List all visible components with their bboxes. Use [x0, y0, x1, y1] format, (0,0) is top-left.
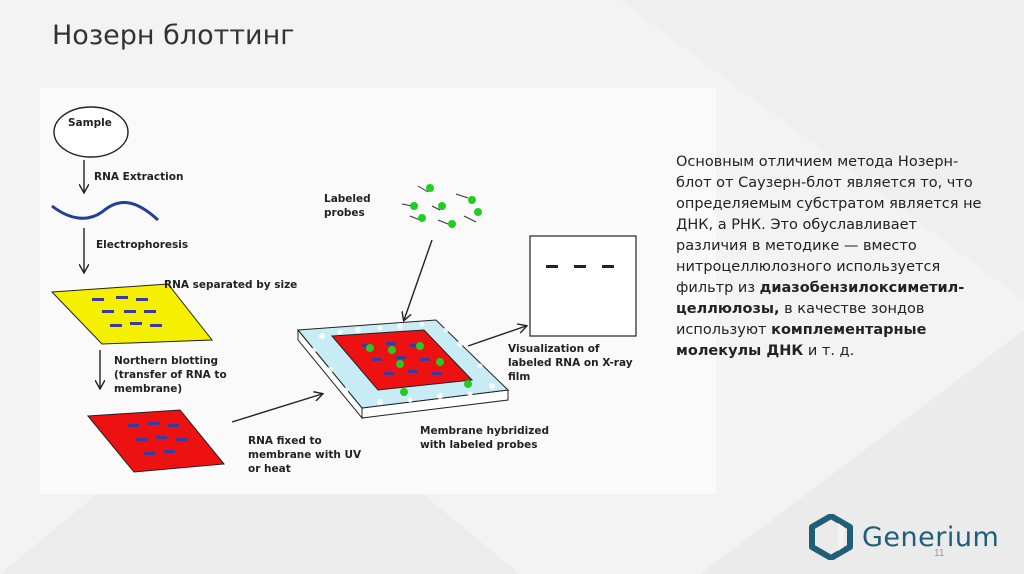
northern-blot-diagram: Sample RNA Extraction Electrophoresis RN…	[40, 88, 716, 494]
yellow-gel	[50, 283, 214, 345]
description-part-2: в качестве зондов используют	[676, 301, 925, 338]
buffer-bubbles	[311, 321, 495, 405]
rna-fixed-label-3: or heat	[248, 463, 291, 475]
gel-bands	[92, 296, 162, 327]
description-bold-1: диазобензилоксиметил-целлюлозы,	[676, 280, 965, 317]
logo-name: Generium	[862, 522, 1000, 553]
sample-ellipse	[53, 106, 129, 158]
labeled-probes-label-2: probes	[324, 207, 365, 219]
arrow-probes-to-membrane	[404, 239, 433, 320]
arrow-to-xray	[467, 326, 526, 347]
bound-probes	[366, 342, 472, 396]
labeled-probes-label-1: Labeled	[324, 193, 371, 205]
visualization-label-2: labeled RNA on X-ray	[508, 357, 633, 369]
rna-fixed-label-2: membrane with UV	[248, 449, 362, 461]
rna-extraction-label: RNA Extraction	[94, 171, 183, 183]
description-text: Основным отличием метода Нозерн-блот от …	[676, 152, 986, 362]
visualization-label-3: film	[508, 371, 530, 383]
electrophoresis-label: Electrophoresis	[96, 239, 188, 251]
rna-fixed-label-1: RNA fixed to	[248, 435, 322, 447]
slide-title: Нозерн блоттинг	[52, 20, 295, 51]
membrane-bands	[128, 422, 187, 455]
description-part-3: и т. д.	[803, 343, 855, 359]
xray-bands	[546, 265, 614, 268]
description-bold-2: комплементарные молекулы ДНК	[676, 322, 927, 359]
generium-logo-icon	[809, 514, 853, 560]
membrane-hybridized-label-2: with labeled probes	[420, 439, 537, 451]
rna-separated-label: RNA separated by size	[164, 279, 297, 291]
arrow-membrane-to-hybridization	[231, 394, 322, 423]
sample-label: Sample	[68, 117, 112, 129]
page-number: 11	[934, 548, 945, 559]
labeled-probes	[401, 184, 482, 228]
northern-blotting-label-3: membrane)	[114, 383, 182, 395]
membrane-hybridized-label-1: Membrane hybridized	[420, 425, 549, 437]
description-part-1: Основным отличием метода Нозерн-блот от …	[676, 154, 982, 296]
xray-film	[529, 235, 637, 337]
northern-blotting-label-1: Northern blotting	[114, 355, 218, 367]
northern-blotting-label-2: (transfer of RNA to	[114, 369, 227, 381]
rna-strand	[51, 200, 160, 222]
visualization-label-1: Visualization of	[508, 343, 600, 355]
red-membrane	[86, 409, 225, 473]
